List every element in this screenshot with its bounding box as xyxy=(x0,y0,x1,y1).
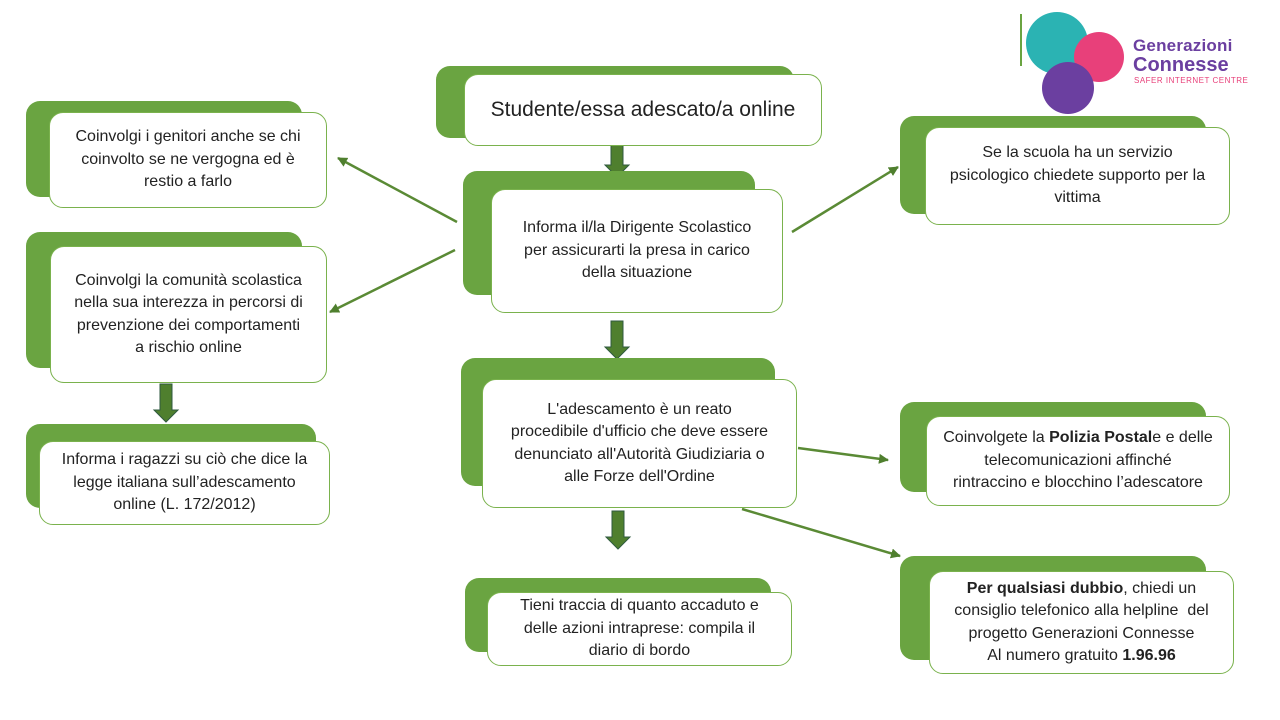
node-psych-line: vittima xyxy=(1054,189,1101,207)
node-crime: L'adescamento è un reato procedibile d'u… xyxy=(461,358,799,510)
node-helpline-line4: Al numero gratuito 1.96.96 xyxy=(954,645,1208,668)
node-inform-head-line: della situazione xyxy=(581,264,693,282)
node-inform-head-line: Informa il/la Dirigente Scolastico xyxy=(522,219,752,237)
node-helpline-line1-bold: Per qualsiasi dubbio xyxy=(966,579,1124,597)
arrow-to-police xyxy=(797,446,889,464)
node-kids-line: Informa i ragazzi su ciò che dice la xyxy=(61,451,308,469)
node-start: Studente/essa adescato/a online xyxy=(436,66,824,148)
arrow-to-helpline xyxy=(741,507,901,559)
arrow-to-community xyxy=(329,248,456,314)
node-helpline-phone-number: 1.96.96 xyxy=(1122,647,1176,664)
node-psych-line: Se la scuola ha un servizio xyxy=(982,144,1173,162)
node-community-line: nella sua interezza in percorsi di xyxy=(74,294,303,311)
node-police-line1-post: e e delle xyxy=(1152,429,1213,447)
node-community-line: prevenzione dei comportamenti xyxy=(76,316,301,334)
block-arrow-inform-to-crime xyxy=(603,320,631,360)
node-parents-line: coinvolto se ne vergogna ed è xyxy=(81,150,295,168)
block-arrow-crime-to-track xyxy=(604,510,632,550)
node-community: Coinvolgi la comunità scolastica nella s… xyxy=(26,232,329,384)
node-crime-line: alle Forze dell'Ordine xyxy=(564,468,715,485)
node-psych: Se la scuola ha un servizio psicologico … xyxy=(900,116,1232,228)
node-inform-head: Informa il/la Dirigente Scolastico per a… xyxy=(463,171,785,316)
node-helpline-line1-post: , chiedi un xyxy=(1123,579,1197,597)
node-crime-line: procedibile d'ufficio che deve essere xyxy=(510,423,769,440)
node-community-line: Coinvolgi la comunità scolastica xyxy=(75,271,302,289)
arrow-to-parents xyxy=(337,156,458,224)
node-police-line1-bold: Polizia Postal xyxy=(1049,429,1153,447)
node-police: Coinvolgete la Polizia Postale e delle t… xyxy=(900,402,1232,508)
node-kids-line: legge italiana sull’adescamento xyxy=(73,473,296,491)
node-police-line1-pre: Coinvolgete la xyxy=(943,429,1050,447)
node-police-line3: rintraccino e blocchino l’adescatore xyxy=(953,474,1203,492)
node-psych-line: psicologico chiedete supporto per la xyxy=(949,166,1206,184)
node-track: Tieni traccia di quanto accaduto e delle… xyxy=(465,578,793,668)
node-helpline-line4-pre: Al numero gratuito xyxy=(987,647,1123,664)
logo-word-connesse: Connesse xyxy=(1133,54,1229,76)
node-parents-line: Coinvolgi i genitori anche se chi xyxy=(75,128,301,146)
node-track-line: diario di bordo xyxy=(588,642,691,660)
node-helpline-line2: consiglio telefonico alla helpline del xyxy=(954,602,1209,619)
node-police-line2: telecomunicazioni affinché xyxy=(984,451,1172,469)
node-parents-line: restio a farlo xyxy=(143,173,233,191)
node-helpline-line3: progetto Generazioni Connesse xyxy=(968,624,1195,642)
node-helpline-line1: Per qualsiasi dubbio, chiedi un xyxy=(954,578,1208,601)
node-kids-line: online (L. 172/2012) xyxy=(113,496,256,514)
node-start-text: Studente/essa adescato/a online xyxy=(490,97,796,121)
node-crime-line: denunciato all'Autorità Giudiziaria o xyxy=(514,445,765,463)
node-track-line: delle azioni intraprese: compila il xyxy=(523,619,756,637)
node-parents: Coinvolgi i genitori anche se chi coinvo… xyxy=(26,101,329,210)
node-track-line: Tieni traccia di quanto accaduto e xyxy=(520,597,759,615)
logo-wifi-circle-icon xyxy=(1042,62,1094,114)
node-community-line: a rischio online xyxy=(135,339,242,356)
logo-divider xyxy=(1020,14,1022,66)
node-crime-line: L'adescamento è un reato xyxy=(547,400,732,418)
logo-tagline: SAFER INTERNET CENTRE xyxy=(1134,76,1249,85)
node-helpline: Per qualsiasi dubbio, chiedi un consigli… xyxy=(900,556,1236,676)
logo-word-generazioni: Generazioni xyxy=(1133,36,1233,55)
block-arrow-community-to-kids xyxy=(152,383,180,423)
node-police-line1: Coinvolgete la Polizia Postale e delle xyxy=(943,427,1212,450)
arrow-to-psych xyxy=(791,165,899,234)
generazioni-connesse-logo: Generazioni Connesse SAFER INTERNET CENT… xyxy=(1020,8,1260,116)
node-kids: Informa i ragazzi su ciò che dice la leg… xyxy=(26,424,332,527)
node-inform-head-line: per assicurarti la presa in carico xyxy=(524,241,750,259)
